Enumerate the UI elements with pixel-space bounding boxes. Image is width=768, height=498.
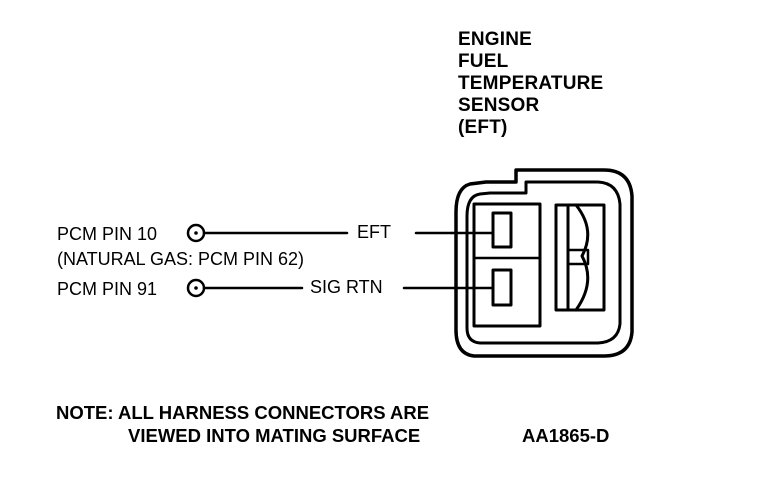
note-line-1: NOTE: ALL HARNESS CONNECTORS ARE bbox=[56, 402, 430, 423]
note-line-2: VIEWED INTO MATING SURFACE bbox=[128, 425, 421, 446]
connector-housing-inner bbox=[465, 180, 622, 345]
natural-gas-pin-note: (NATURAL GAS: PCM PIN 62) bbox=[57, 249, 305, 269]
sensor-title-line-3: TEMPERATURE bbox=[458, 73, 604, 94]
sensor-title-line-5: (EFT) bbox=[458, 117, 508, 138]
locking-tab-frame bbox=[554, 203, 606, 312]
pin10-terminal-dot bbox=[194, 231, 198, 235]
locking-tab-spring bbox=[574, 203, 590, 312]
eft-signal-label: EFT bbox=[357, 222, 391, 242]
locking-tab-latch bbox=[566, 248, 590, 266]
sensor-title-line-4: SENSOR bbox=[458, 95, 540, 116]
terminal-eft bbox=[491, 211, 513, 249]
figure-id: AA1865-D bbox=[522, 425, 610, 446]
sensor-title-line-1: ENGINE bbox=[458, 29, 533, 50]
sig-rtn-signal-label: SIG RTN bbox=[310, 277, 383, 297]
connector-housing-outer bbox=[454, 168, 634, 358]
pin10-label: PCM PIN 10 bbox=[57, 224, 158, 244]
terminal-cavity-frame bbox=[472, 202, 542, 328]
pin91-terminal-dot bbox=[194, 286, 198, 290]
terminal-sig-rtn bbox=[491, 268, 513, 307]
sensor-title-line-2: FUEL bbox=[458, 51, 509, 72]
pin91-label: PCM PIN 91 bbox=[57, 279, 158, 299]
